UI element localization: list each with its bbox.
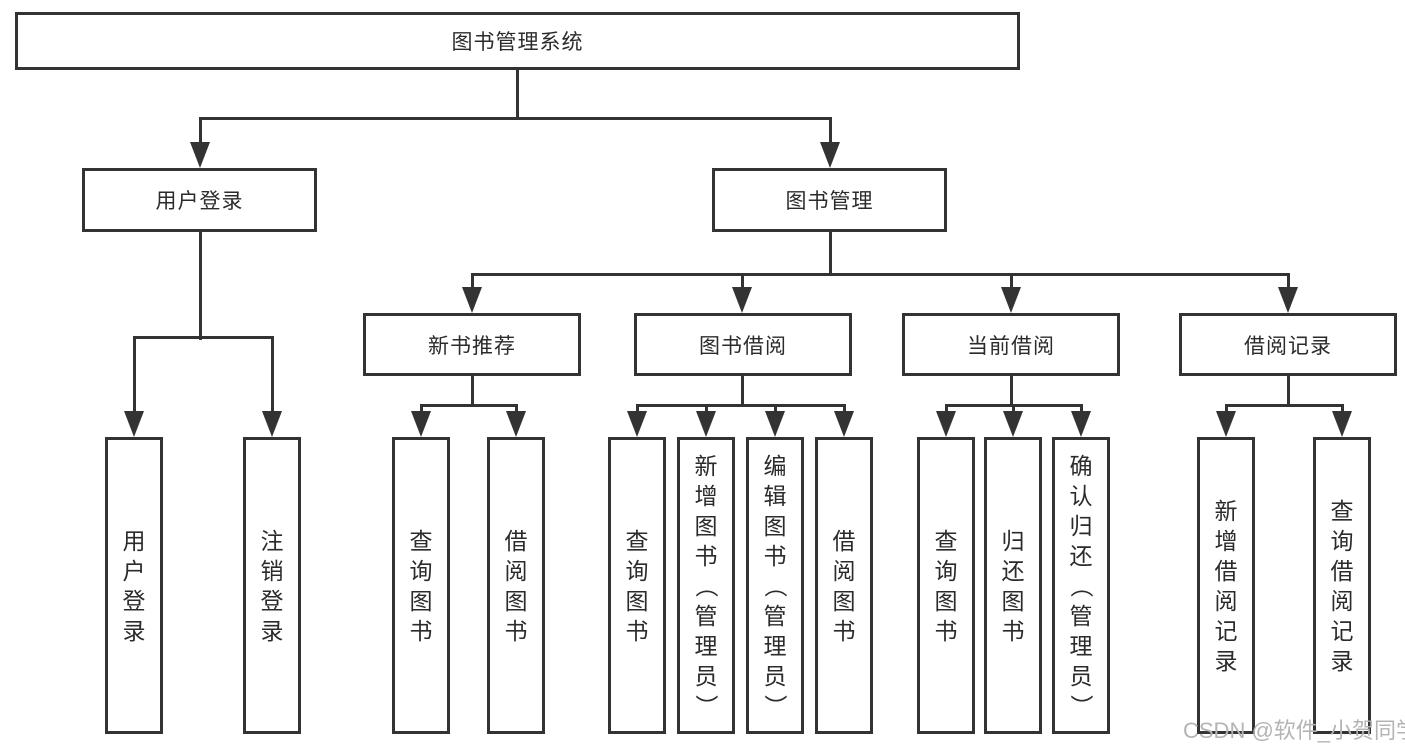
leaf-query-book-borrow-label: 查询图书 <box>625 527 649 644</box>
node-book-management-label: 图书管理 <box>785 190 874 213</box>
arrowhead-icon <box>262 411 282 437</box>
leaf-user-login-label: 用户登录 <box>122 527 146 644</box>
node-user-login: 用户登录 <box>82 168 317 232</box>
arrowhead-icon <box>462 287 482 313</box>
node-new-book-recommend-label: 新书推荐 <box>428 334 516 358</box>
node-root: 图书管理系统 <box>15 12 1020 70</box>
connector-line <box>829 117 832 146</box>
arrowhead-icon <box>1071 411 1091 437</box>
leaf-confirm-return-admin: 确认归还（管理员） <box>1052 437 1110 734</box>
connector-line <box>705 404 708 414</box>
leaf-edit-book-admin-label: 编辑图书（管理员） <box>762 452 788 718</box>
leaf-user-login: 用户登录 <box>105 437 163 734</box>
arrowhead-icon <box>1278 287 1298 313</box>
connector-line <box>1287 376 1290 407</box>
connector-line <box>945 404 948 414</box>
connector-line <box>199 232 202 340</box>
arrowhead-icon <box>820 142 840 168</box>
arrowhead-icon <box>696 411 716 437</box>
leaf-add-book-admin-label: 新增图书（管理员） <box>693 452 719 718</box>
arrowhead-icon <box>936 411 956 437</box>
leaf-add-borrow-record-label: 新增借阅记录 <box>1214 497 1238 674</box>
connector-line <box>420 404 517 407</box>
connector-line <box>774 404 777 414</box>
leaf-borrow-book-recommend-label: 借阅图书 <box>504 527 528 644</box>
connector-line <box>1010 376 1013 407</box>
connector-line <box>843 404 846 414</box>
connector-line <box>741 376 744 407</box>
node-book-borrow-label: 图书借阅 <box>699 334 787 358</box>
connector-line <box>271 336 274 414</box>
arrowhead-icon <box>732 287 752 313</box>
leaf-query-book-recommend: 查询图书 <box>392 437 450 734</box>
connector-line <box>636 404 845 407</box>
node-current-borrow-label: 当前借阅 <box>967 334 1055 358</box>
leaf-query-borrow-record: 查询借阅记录 <box>1313 437 1371 734</box>
node-borrow-record-label: 借阅记录 <box>1244 334 1332 358</box>
leaf-query-book-current: 查询图书 <box>917 437 975 734</box>
node-book-management: 图书管理 <box>712 168 947 232</box>
leaf-query-book-borrow: 查询图书 <box>608 437 666 734</box>
leaf-query-book-recommend-label: 查询图书 <box>409 527 433 644</box>
connector-line <box>133 336 136 414</box>
leaf-logout-label: 注销登录 <box>260 527 284 644</box>
leaf-return-book-label: 归还图书 <box>1001 527 1025 644</box>
connector-line <box>1341 404 1344 414</box>
leaf-borrow-book-label: 借阅图书 <box>832 527 856 644</box>
node-user-login-label: 用户登录 <box>155 190 244 213</box>
arrowhead-icon <box>411 411 431 437</box>
arrowhead-icon <box>627 411 647 437</box>
connector-line <box>471 273 474 292</box>
leaf-add-borrow-record: 新增借阅记录 <box>1197 437 1255 734</box>
node-borrow-record: 借阅记录 <box>1179 313 1397 376</box>
leaf-borrow-book-recommend: 借阅图书 <box>487 437 545 734</box>
connector-line <box>945 404 1082 407</box>
node-root-label: 图书管理系统 <box>451 31 584 54</box>
connector-line <box>199 117 202 146</box>
leaf-query-borrow-record-label: 查询借阅记录 <box>1330 497 1354 674</box>
connector-line <box>1287 273 1290 292</box>
connector-line <box>420 404 423 414</box>
connector-line <box>516 70 519 118</box>
connector-line <box>1010 273 1013 292</box>
connector-line <box>515 404 518 414</box>
leaf-return-book: 归还图书 <box>984 437 1042 734</box>
arrowhead-icon <box>190 142 210 168</box>
connector-line <box>829 232 832 276</box>
arrowhead-icon <box>124 411 144 437</box>
leaf-borrow-book: 借阅图书 <box>815 437 873 734</box>
leaf-query-book-current-label: 查询图书 <box>934 527 958 644</box>
arrowhead-icon <box>1003 411 1023 437</box>
arrowhead-icon <box>1001 287 1021 313</box>
node-new-book-recommend: 新书推荐 <box>363 313 581 376</box>
connector-line <box>1225 404 1228 414</box>
connector-line <box>741 273 744 292</box>
connector-line <box>1225 404 1343 407</box>
connector-line <box>1012 404 1015 414</box>
leaf-add-book-admin: 新增图书（管理员） <box>677 437 735 734</box>
leaf-logout: 注销登录 <box>243 437 301 734</box>
connector-line <box>636 404 639 414</box>
arrowhead-icon <box>1216 411 1236 437</box>
leaf-edit-book-admin: 编辑图书（管理员） <box>746 437 804 734</box>
connector-line <box>199 117 831 120</box>
arrowhead-icon <box>765 411 785 437</box>
arrowhead-icon <box>506 411 526 437</box>
csdn-watermark: CSDN @软件_小贺同学 <box>1183 718 1405 743</box>
connector-line <box>471 376 474 407</box>
arrowhead-icon <box>1332 411 1352 437</box>
connector-line <box>1080 404 1083 414</box>
connector-line <box>471 273 1289 276</box>
connector-line <box>133 336 273 339</box>
node-current-borrow: 当前借阅 <box>902 313 1120 376</box>
node-book-borrow: 图书借阅 <box>634 313 852 376</box>
arrowhead-icon <box>834 411 854 437</box>
leaf-confirm-return-admin-label: 确认归还（管理员） <box>1068 452 1094 718</box>
